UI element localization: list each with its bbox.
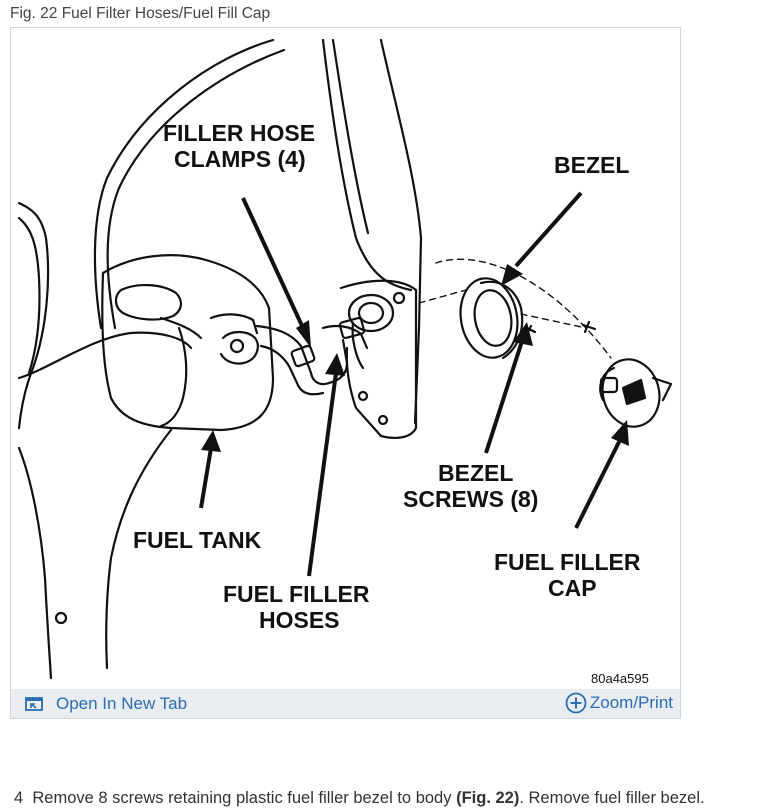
open-in-new-tab-label: Open In New Tab [56, 694, 188, 713]
label-filler-hose-clamps-line2: CLAMPS (4) [174, 146, 306, 172]
figure-reference: (Fig. 22) [456, 789, 520, 807]
open-new-tab-icon [25, 697, 43, 711]
label-fuel-filler-hoses-line2: HOSES [259, 607, 340, 633]
label-fuel-filler-cap-line1: FUEL FILLER [494, 549, 641, 575]
label-bezel: BEZEL [554, 152, 629, 178]
label-bezel-screws-line1: BEZEL [438, 460, 513, 486]
label-fuel-filler-cap-line2: CAP [548, 575, 597, 601]
figure-code: 80a4a595 [591, 671, 649, 686]
label-fuel-tank: FUEL TANK [133, 527, 262, 553]
figure-toolbar: Open In New Tab Zoom/Print [11, 689, 680, 718]
label-bezel-screws-line2: SCREWS (8) [403, 486, 538, 512]
zoom-print-link[interactable]: Zoom/Print [565, 692, 673, 714]
zoom-print-label: Zoom/Print [589, 693, 673, 712]
step-text-after: . Remove fuel filler bezel. [519, 789, 705, 807]
open-in-new-tab-link[interactable]: Open In New Tab [25, 694, 187, 714]
fuel-system-diagram: FILLER HOSE CLAMPS (4) BEZEL BEZEL SCREW… [17, 38, 673, 686]
figure-container: FILLER HOSE CLAMPS (4) BEZEL BEZEL SCREW… [10, 27, 681, 719]
label-fuel-filler-hoses-line1: FUEL FILLER [223, 581, 370, 607]
label-filler-hose-clamps-line1: FILLER HOSE [163, 120, 315, 146]
zoom-plus-icon [565, 692, 587, 714]
step-instruction: 4 Remove 8 screws retaining plastic fuel… [14, 789, 705, 808]
step-number: 4 [14, 789, 24, 807]
figure-caption: Fig. 22 Fuel Filter Hoses/Fuel Fill Cap [10, 5, 271, 22]
step-text-before: Remove 8 screws retaining plastic fuel f… [32, 789, 452, 807]
